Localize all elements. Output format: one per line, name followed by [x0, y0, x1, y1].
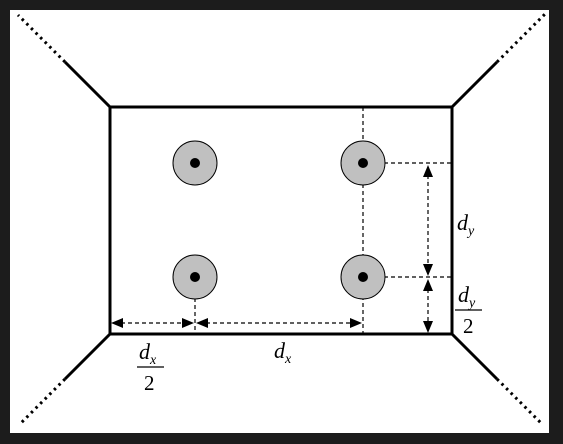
- edge-bottom-left-solid: [63, 332, 112, 381]
- edge-bottom-right-solid: [450, 332, 499, 381]
- edge-top-left-solid: [63, 60, 112, 109]
- diagram-canvas: [10, 10, 549, 433]
- hole-center-bottom-left: [190, 272, 200, 282]
- edge-bottom-right-dotted: [495, 377, 544, 426]
- svg-text:2: 2: [144, 371, 155, 395]
- arrowhead-dx-left: [196, 318, 208, 328]
- svg-text:2: 2: [463, 314, 474, 338]
- edge-top-right-dotted: [495, 12, 547, 64]
- label-dy: dy: [457, 210, 475, 239]
- arrowhead-dx-half-right: [182, 318, 194, 328]
- arrowhead-dy-half-top: [423, 279, 433, 291]
- back-wall-rectangle: [108, 105, 454, 336]
- hole-center-top-left: [190, 158, 200, 168]
- label-dx: dx: [274, 338, 292, 367]
- arrowhead-dx-half-left: [111, 318, 123, 328]
- label-dy-half: dy 2: [455, 282, 482, 338]
- label-dx-half: dx 2: [137, 339, 164, 395]
- arrowhead-dy-top: [423, 165, 433, 177]
- hole-center-bottom-right: [358, 272, 368, 282]
- svg-text:dy: dy: [458, 282, 476, 311]
- hole-center-top-right: [358, 158, 368, 168]
- svg-text:dx: dx: [139, 339, 157, 368]
- edge-top-right-solid: [450, 60, 499, 109]
- arrowhead-dx-right: [350, 318, 362, 328]
- edge-top-left-dotted: [16, 13, 67, 64]
- edge-bottom-left-dotted: [18, 377, 67, 426]
- arrowhead-dy-bottom: [423, 264, 433, 276]
- arrowhead-dy-half-bottom: [423, 321, 433, 333]
